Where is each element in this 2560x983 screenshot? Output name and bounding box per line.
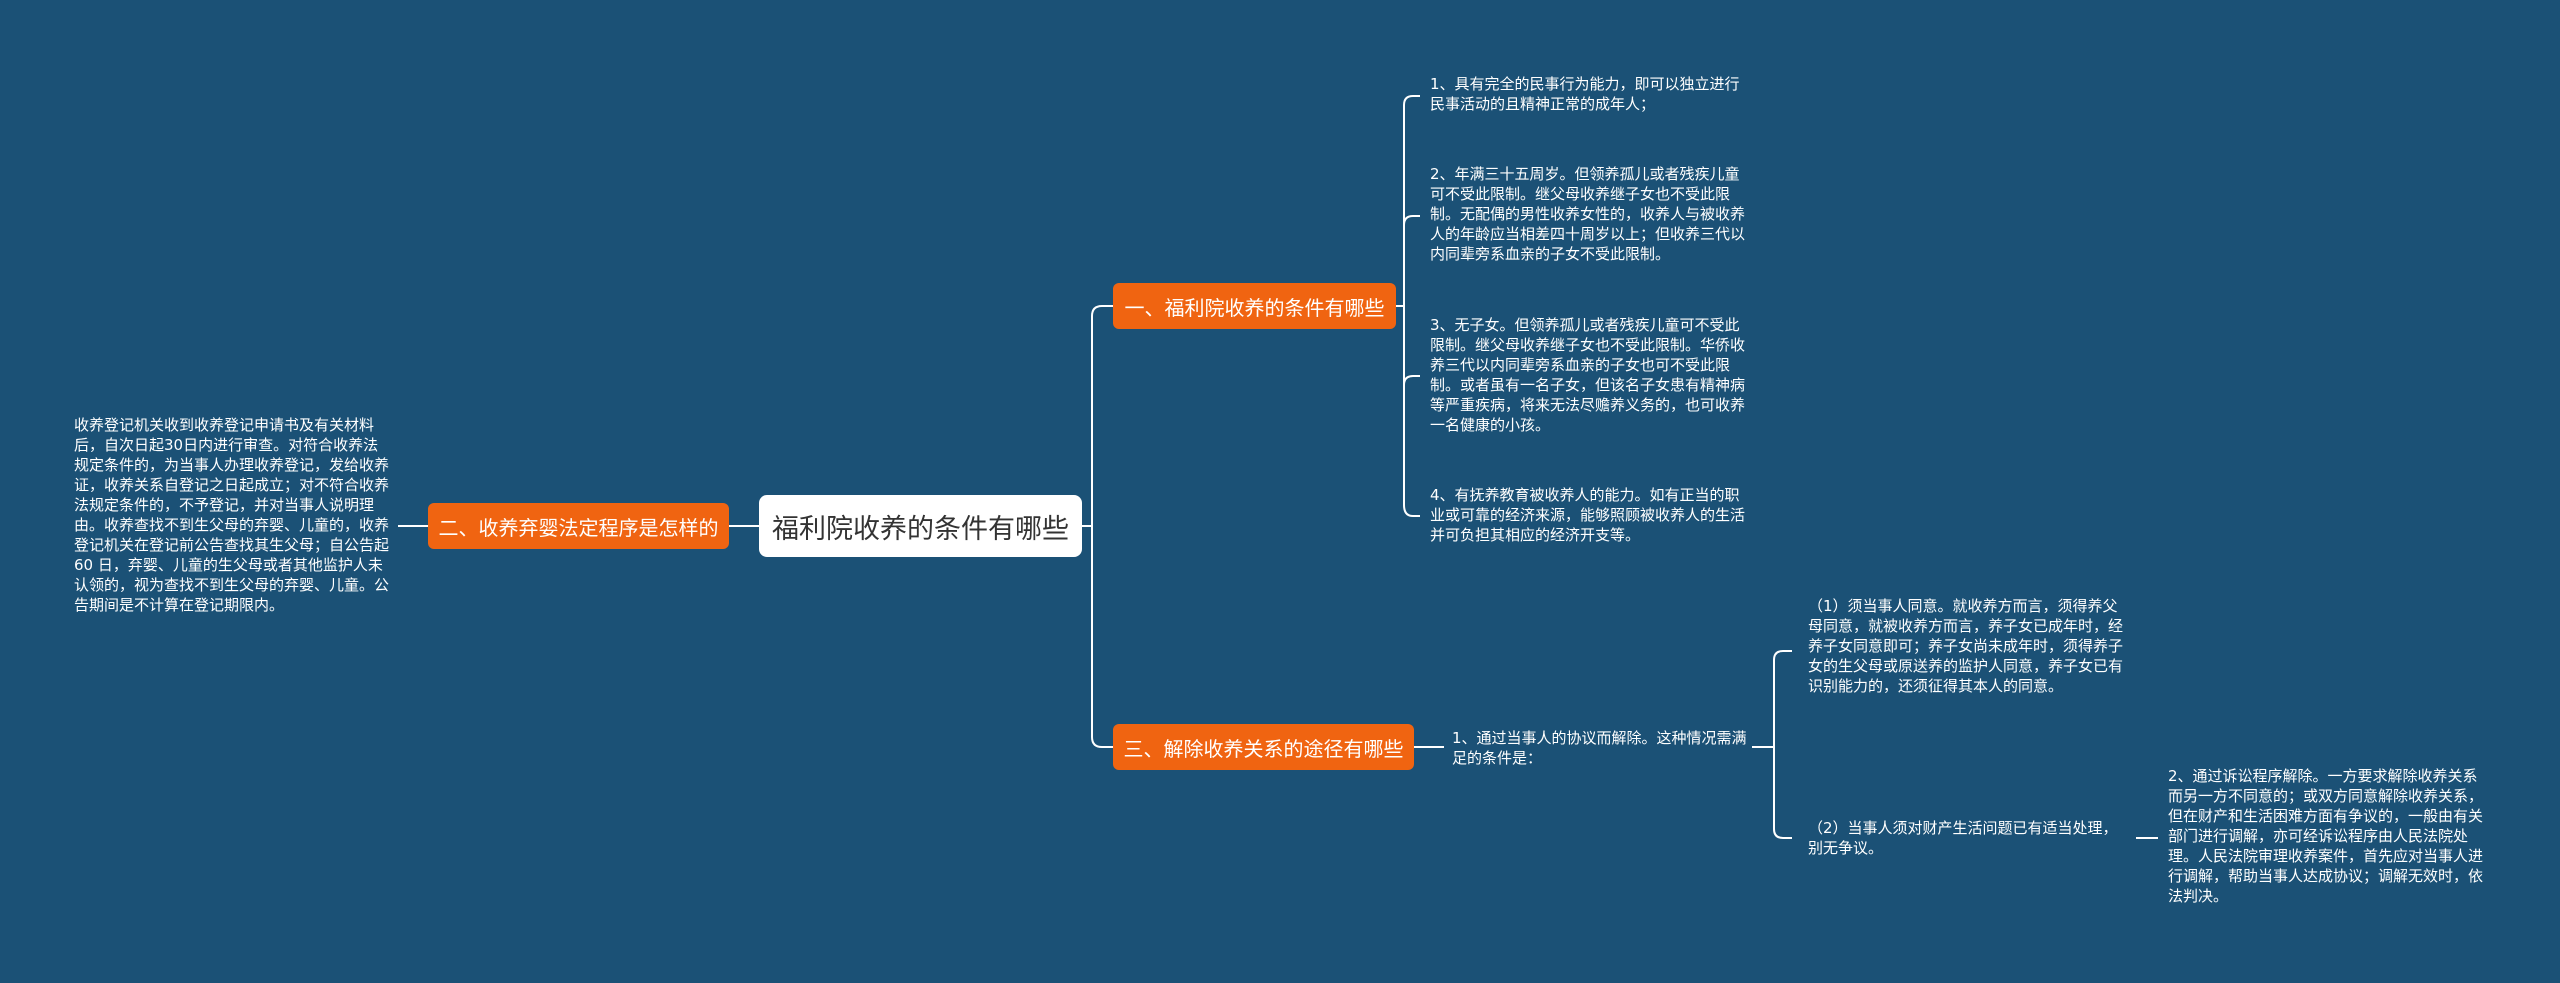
branch-dissolve-label: 三、解除收养关系的途径有哪些	[1123, 736, 1404, 761]
branch-dissolve[interactable]: 三、解除收养关系的途径有哪些	[1113, 724, 1414, 770]
dissolve-condition-2: （2）当事人须对财产生活问题已有适当处理，别无争议。	[1808, 819, 2118, 857]
condition-item-1: 1、具有完全的民事行为能力，即可以独立进行民事活动的且精神正常的成年人；	[1430, 75, 1740, 113]
root-topic[interactable]: 福利院收养的条件有哪些	[759, 495, 1082, 557]
connector-root-conditions	[1082, 305, 1113, 527]
branch-procedure[interactable]: 二、收养弃婴法定程序是怎样的	[428, 503, 729, 549]
condition-item-3: 3、无子女。但领养孤儿或者残疾儿童可不受此限制。继父母收养继子女也不受此限制。华…	[1430, 316, 1746, 434]
branch-conditions[interactable]: 一、福利院收养的条件有哪些	[1113, 283, 1396, 329]
dissolve-way-1: 1、通过当事人的协议而解除。这种情况需满足的条件是：	[1452, 729, 1747, 767]
procedure-note: 收养登记机关收到收养登记申请书及有关材料后，自次日起30日内进行审查。对符合收养…	[74, 416, 390, 614]
condition-item-2: 2、年满三十五周岁。但领养孤儿或者残疾儿童可不受此限制。继父母收养继子女也不受此…	[1430, 165, 1746, 263]
branch-procedure-label: 二、收养弃婴法定程序是怎样的	[438, 515, 719, 540]
connector-way1-conds	[1752, 650, 1792, 839]
connector-conditions-items	[1396, 95, 1420, 517]
dissolve-way-2: 2、通过诉讼程序解除。一方要求解除收养关系而另一方不同意的；或双方同意解除收养关…	[2168, 767, 2484, 905]
root-topic-label: 福利院收养的条件有哪些	[772, 513, 1069, 545]
connector-root-dissolve	[1082, 525, 1113, 748]
branch-conditions-label: 一、福利院收养的条件有哪些	[1124, 295, 1385, 320]
condition-item-4: 4、有抚养教育被收养人的能力。如有正当的职业或可靠的经济来源，能够照顾被收养人的…	[1430, 486, 1746, 544]
dissolve-condition-1: （1）须当事人同意。就收养方而言，须得养父母同意，就被收养方而言，养子女已成年时…	[1808, 597, 2124, 695]
